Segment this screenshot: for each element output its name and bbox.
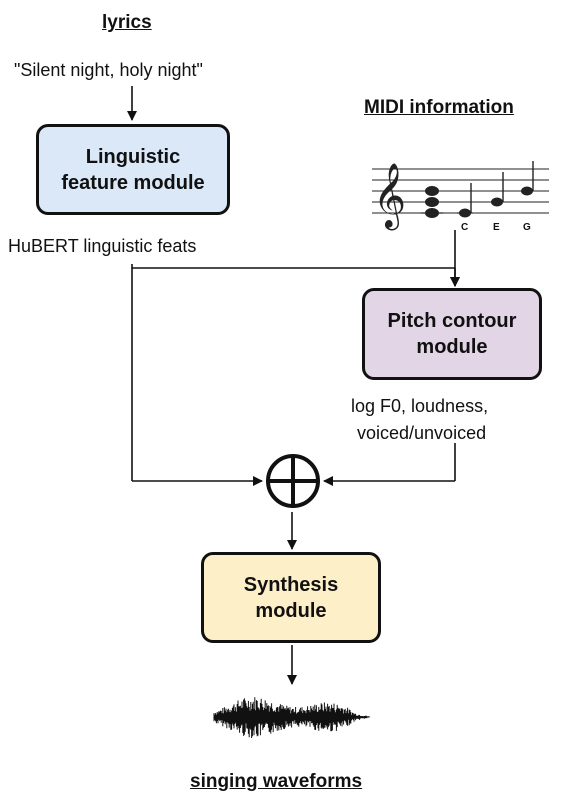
svg-text:𝄞: 𝄞 <box>373 163 406 230</box>
combine-plus-icon <box>266 454 320 508</box>
note-label-g: G <box>523 222 531 233</box>
lyrics-text: "Silent night, holy night" <box>14 60 203 80</box>
linguistic-module-line1: Linguistic <box>85 145 181 168</box>
pitch-module-line1: Pitch contour <box>387 310 517 332</box>
midi-title: MIDI information <box>364 97 514 118</box>
lyrics-title: lyrics <box>102 12 152 33</box>
linguistic-feature-module: Linguistic feature module <box>36 124 230 215</box>
pitch-contour-module: Pitch contour module <box>362 288 542 380</box>
note-label-e: E <box>493 222 500 233</box>
waveform-icon <box>213 697 370 738</box>
synthesis-module-line2: module <box>255 599 327 622</box>
synthesis-module-line1: Synthesis <box>243 573 339 596</box>
waveform-path <box>213 697 370 738</box>
note-label-c: C <box>461 222 469 233</box>
pitch-module-line2: module <box>416 336 488 358</box>
linguistic-module-line2: feature module <box>61 171 205 194</box>
synthesis-module: Synthesis module <box>201 552 381 643</box>
pitch-feats-line1: log F0, loudness, <box>351 396 489 416</box>
singing-waveforms-title: singing waveforms <box>190 771 363 792</box>
hubert-feats-label: HuBERT linguistic feats <box>8 236 197 256</box>
pitch-feats-line2: voiced/unvoiced <box>357 423 487 443</box>
music-staff-icon: 𝄞 <box>372 161 549 230</box>
